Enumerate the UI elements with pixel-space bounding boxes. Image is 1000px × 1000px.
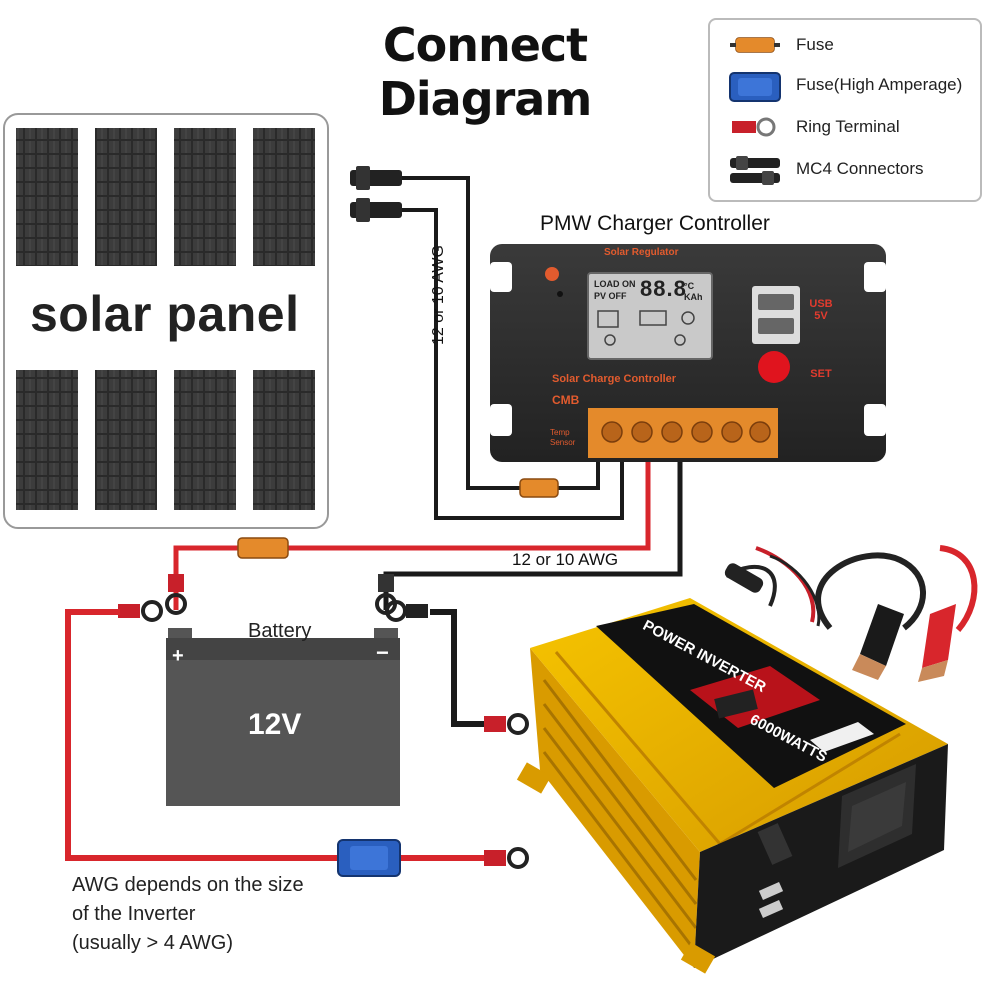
power-inverter bbox=[516, 598, 948, 974]
solar-panel-top-row bbox=[16, 128, 315, 266]
controller-brand: CMB bbox=[552, 393, 580, 407]
lcd-digits: 88.8 bbox=[640, 276, 687, 301]
panel-wire-positive bbox=[400, 176, 600, 490]
battery-minus: − bbox=[376, 640, 389, 665]
ring-terminal-icon bbox=[118, 574, 428, 622]
legend-label: Fuse bbox=[796, 35, 834, 54]
legend-label: Ring Terminal bbox=[796, 117, 900, 136]
battery-fuse bbox=[237, 537, 289, 559]
awg-note-line: of the Inverter bbox=[72, 903, 196, 925]
awg-note-line: (usually > 4 AWG) bbox=[72, 932, 233, 954]
mc4-connector-icon bbox=[350, 166, 402, 222]
awg-note: AWG depends on the size of the Inverter … bbox=[72, 871, 304, 958]
legend-item-ring-terminal: Ring Terminal bbox=[728, 112, 900, 142]
car-plug-cable bbox=[724, 546, 821, 627]
controller-header: Solar Regulator bbox=[604, 247, 679, 258]
legend-label: MC4 Connectors bbox=[796, 159, 924, 178]
solar-panel bbox=[3, 113, 329, 529]
battery-label: Battery bbox=[248, 620, 312, 642]
usb-label: USB 5V bbox=[809, 298, 833, 322]
lcd-pv: PV OFF bbox=[594, 291, 627, 301]
fuse-icon bbox=[728, 32, 782, 58]
battery bbox=[166, 628, 400, 806]
diagram-title: Connect Diagram bbox=[378, 18, 593, 126]
battery-voltage: 12V bbox=[248, 708, 302, 741]
solar-panel-label: solar panel bbox=[30, 286, 300, 342]
inverter-positive-wire bbox=[65, 609, 484, 861]
awg-battery-label: 12 or 10 AWG bbox=[512, 550, 619, 569]
high-amp-fuse-icon bbox=[728, 72, 782, 102]
charge-controller bbox=[490, 244, 886, 462]
legend-item-mc4: MC4 Connectors bbox=[728, 154, 924, 185]
awg-note-line: AWG depends on the size bbox=[72, 874, 304, 896]
panel-fuse bbox=[519, 478, 559, 498]
inverter-ring-terminals bbox=[484, 713, 529, 869]
lcd-units: °C KAh bbox=[684, 281, 703, 302]
inverter-negative-wire bbox=[430, 609, 484, 727]
controller-name: Solar Charge Controller bbox=[552, 373, 677, 385]
set-label: SET bbox=[810, 368, 832, 380]
legend-label: Fuse(High Amperage) bbox=[796, 75, 963, 94]
battery-plus: + bbox=[172, 645, 184, 667]
awg-panel-label: 12 or 10 AWG bbox=[430, 245, 447, 345]
panel-wire-negative bbox=[400, 208, 624, 520]
legend: Fuse Fuse(High Amperage) Ring Terminal M… bbox=[708, 18, 982, 202]
battery-clamp-cables bbox=[815, 545, 978, 632]
legend-item-high-amp-fuse: Fuse(High Amperage) bbox=[728, 70, 963, 102]
mc4-connector-icon bbox=[728, 156, 782, 185]
lcd-load: LOAD ON bbox=[594, 279, 636, 289]
cigarette-plug-icon bbox=[724, 563, 764, 593]
controller-title: PMW Charger Controller bbox=[540, 212, 770, 235]
battery-clamps bbox=[852, 604, 956, 682]
ring-terminal-icon bbox=[728, 114, 782, 140]
panel-wires bbox=[400, 176, 624, 520]
temp-sensor-label: Temp Sensor bbox=[550, 428, 576, 447]
high-amp-fuse bbox=[337, 839, 401, 877]
solar-panel-bottom-row bbox=[16, 370, 315, 510]
legend-item-fuse: Fuse bbox=[728, 30, 834, 60]
